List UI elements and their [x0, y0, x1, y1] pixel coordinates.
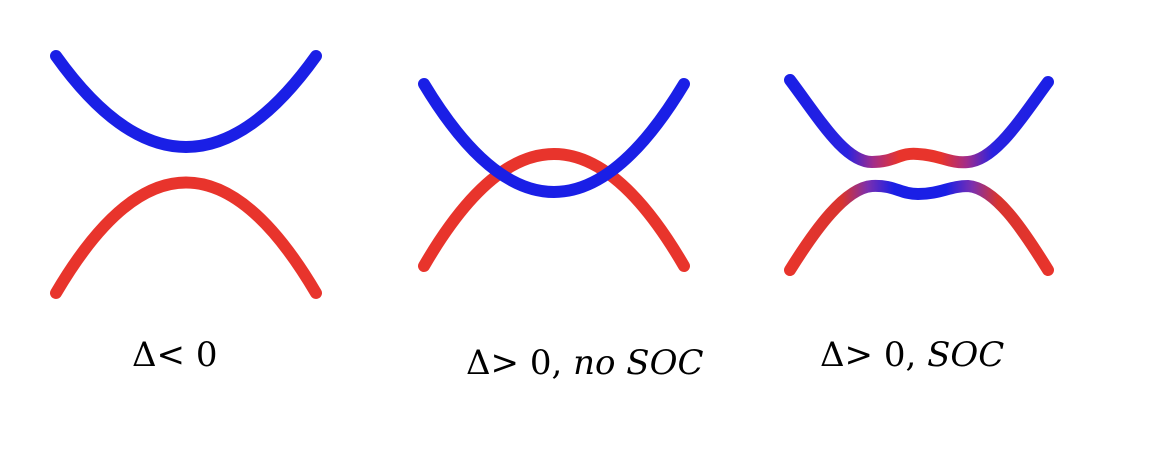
valence-band-curve	[50, 176, 322, 299]
panel-label-inverted-soc: Δ> 0, SOC	[820, 338, 1004, 372]
label-condition: no SOC	[573, 343, 704, 383]
label-math: Δ< 0	[132, 335, 218, 375]
valence-band-curve	[418, 148, 690, 272]
conduction-band-curve	[50, 50, 322, 153]
label-math: Δ> 0,	[466, 343, 563, 383]
label-math: Δ> 0,	[820, 335, 917, 375]
upper-hybrid-band-curve	[784, 74, 1054, 169]
panel-label-inverted-no-soc: Δ> 0, no SOC	[466, 346, 703, 380]
panel-inverted-soc	[784, 74, 1054, 276]
conduction-band-curve	[418, 78, 690, 198]
panel-negative-gap	[50, 50, 322, 299]
panel-inverted-no-soc	[418, 78, 690, 272]
label-condition: SOC	[927, 335, 1005, 375]
lower-hybrid-band-curve	[784, 179, 1054, 276]
panel-label-negative-gap: Δ< 0	[132, 338, 217, 372]
